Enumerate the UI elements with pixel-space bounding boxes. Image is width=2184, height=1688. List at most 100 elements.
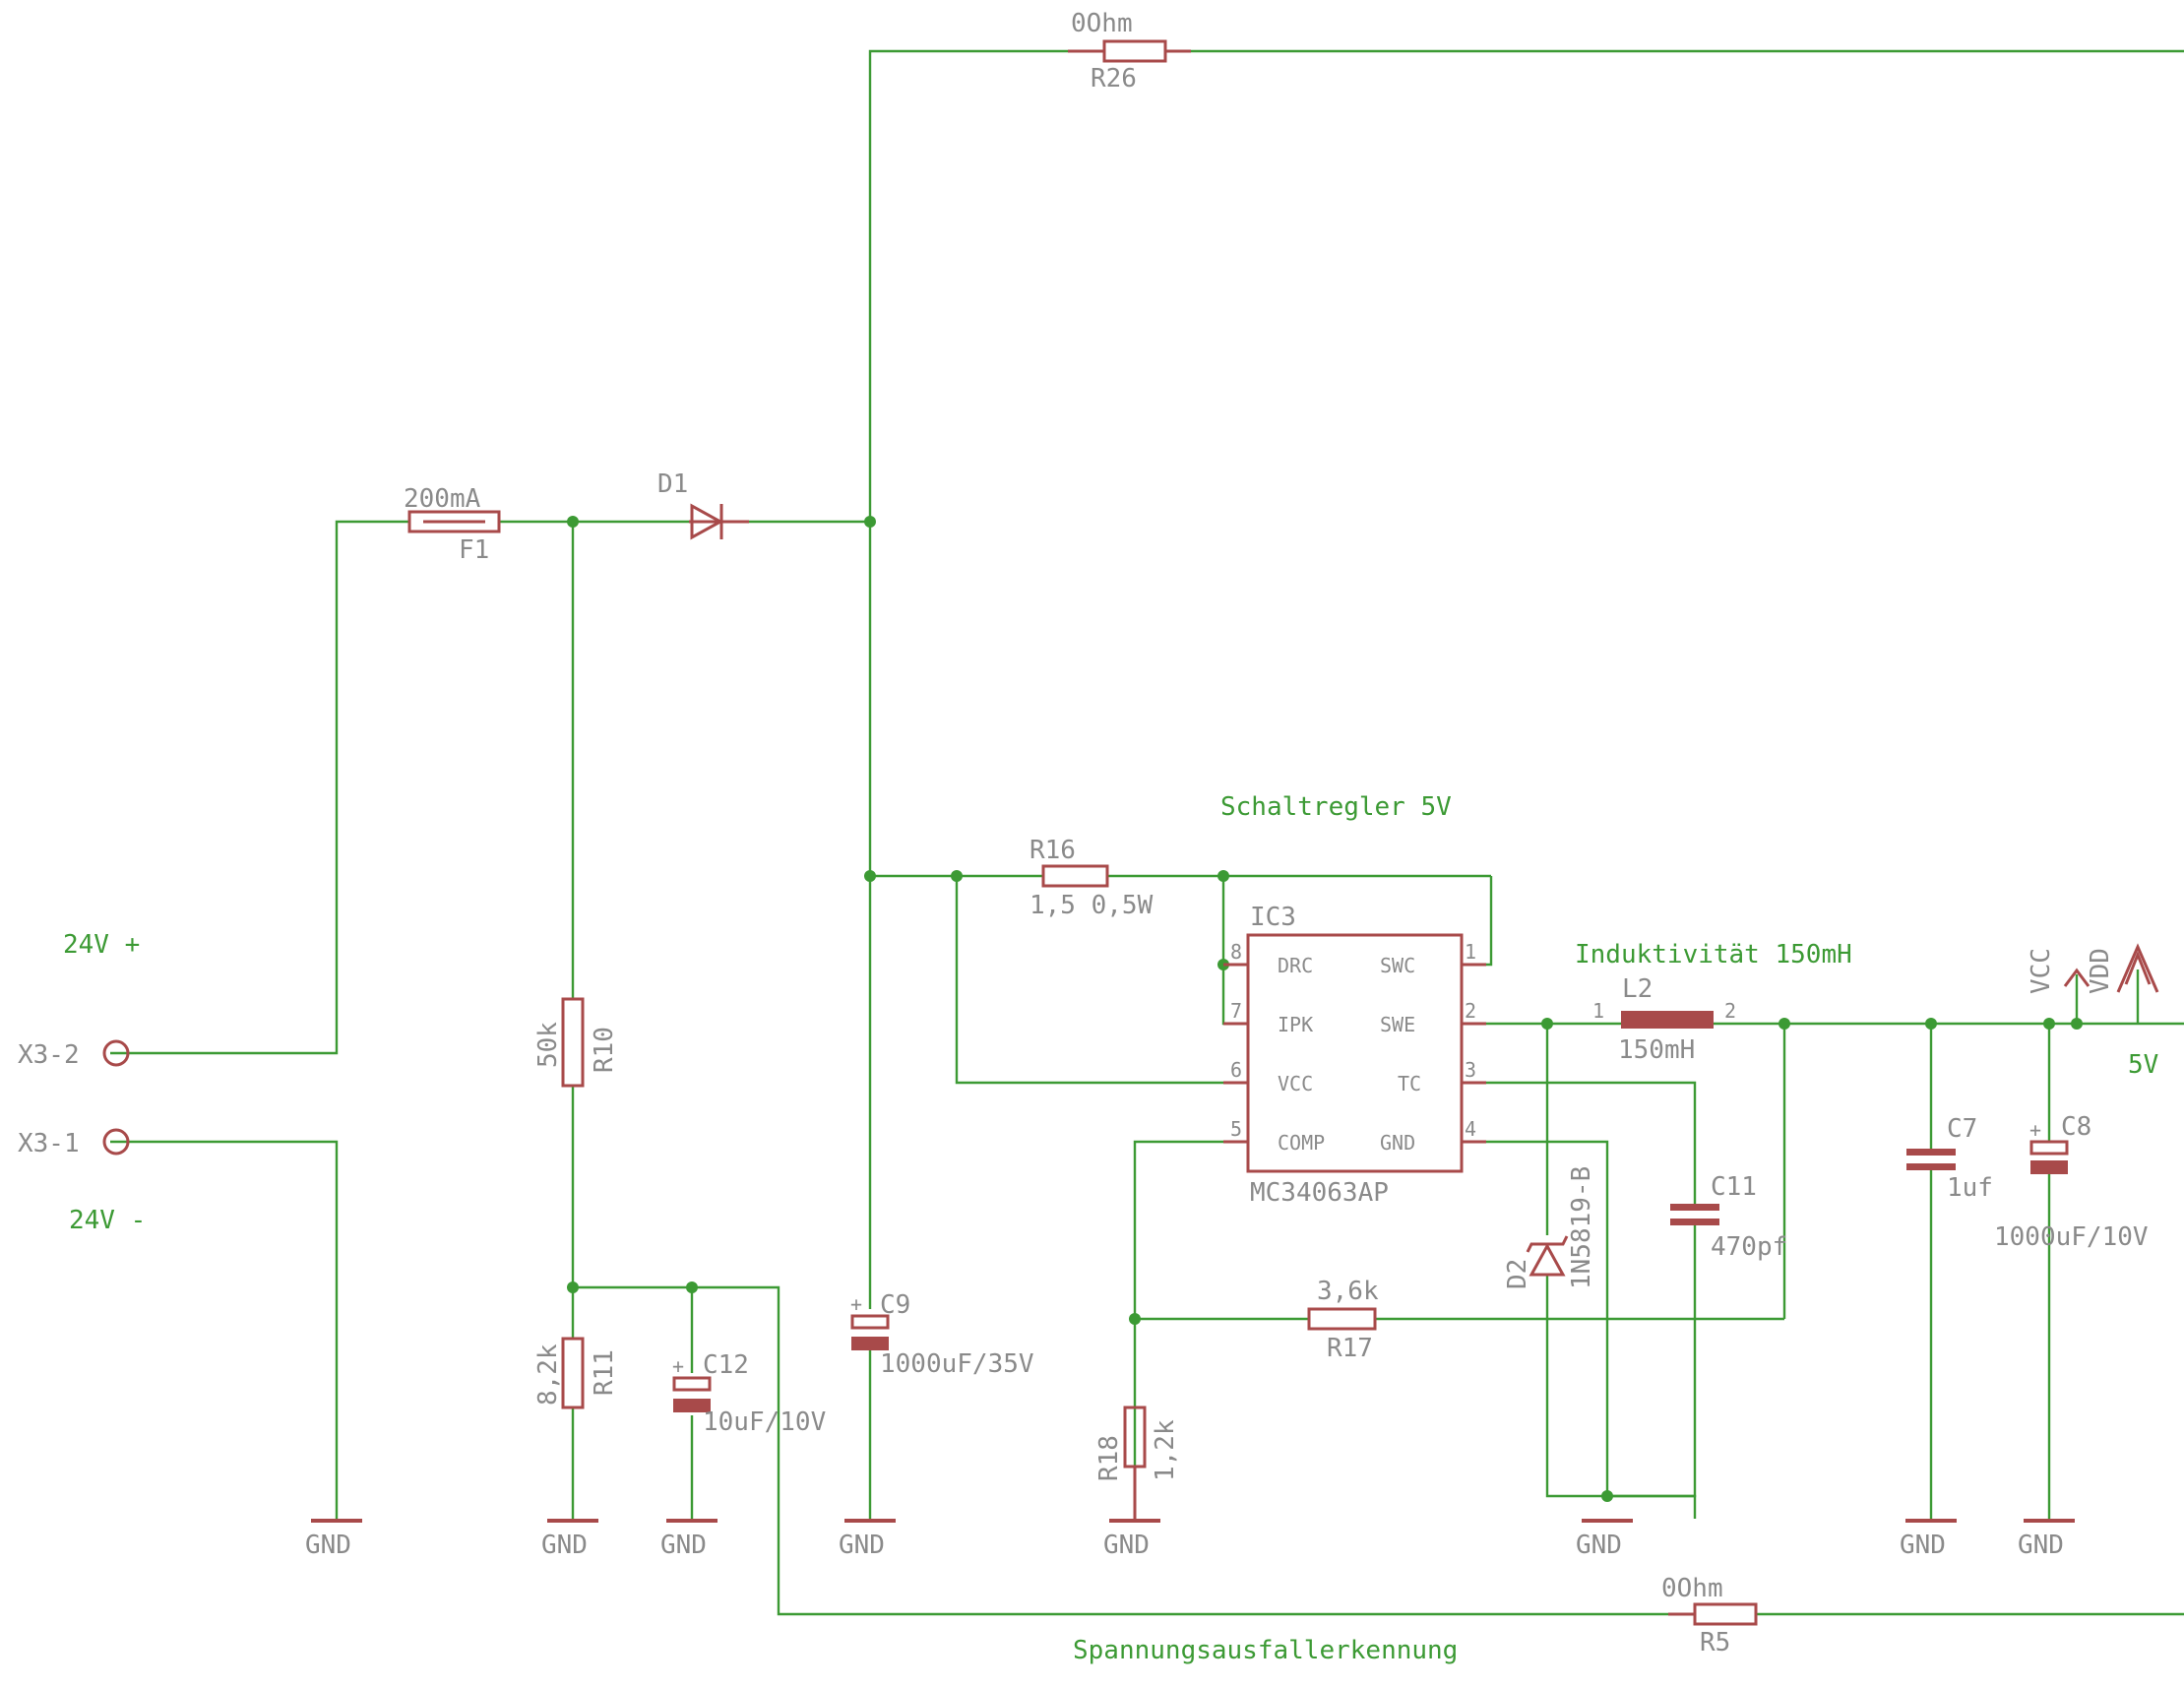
note-induktivitaet: Induktivität 150mH [1575,940,1852,969]
gnd-symbol: GND [305,1519,362,1560]
gnd-symbol: GND [1103,1519,1160,1560]
junction-dot [1129,1313,1141,1325]
component-value: MC34063AP [1250,1178,1389,1208]
gnd-label: GND [1103,1531,1150,1560]
pin-label: COMP [1278,1131,1325,1155]
pin-number: 1 [1592,999,1604,1023]
junction-dot [1601,1490,1613,1502]
pin-number: 2 [1724,999,1736,1023]
gnd-symbol: GND [541,1519,598,1560]
component-value: 1000uF/35V [880,1349,1034,1379]
resistor-r5[interactable]: 0Ohm R5 [1661,1574,1758,1657]
gnd-symbols: GND GND GND GND GND GND GND GND [305,1519,2075,1560]
gnd-symbol: GND [660,1519,718,1560]
capacitor-c9[interactable]: + C9 1000uF/35V [850,1290,1034,1379]
connector-x3-2[interactable]: X3-2 [18,1039,130,1070]
pin-number: 7 [1230,999,1242,1023]
pin-label: SWC [1380,954,1415,977]
diode-d1[interactable]: D1 [657,469,749,540]
pin-number: 6 [1230,1058,1242,1082]
component-name: F1 [459,535,489,565]
pin-number: 3 [1465,1058,1476,1082]
note-schaltregler: Schaltregler 5V [1220,792,1452,822]
junction-dot [686,1282,698,1293]
fuse-f1[interactable]: 200mA F1 [404,484,501,565]
note-24v-minus: 24V - [69,1206,146,1235]
pin-label: VCC [1278,1072,1313,1095]
component-name: R18 [1094,1435,1124,1481]
junction-dot [951,870,963,882]
component-name: R5 [1700,1628,1730,1657]
component-name: C11 [1711,1172,1757,1202]
component-name: R10 [590,1027,619,1073]
diode-d2[interactable]: D2 1N5819-B [1503,1166,1596,1289]
resistor-r26[interactable]: 0Ohm R26 [1068,9,1191,94]
component-value: 1uf [1947,1173,1993,1203]
component-value: 8,2k [533,1344,563,1406]
component-name: C8 [2061,1112,2091,1142]
connector-x3-1[interactable]: X3-1 [18,1128,130,1158]
component-value: 3,6k [1317,1277,1379,1306]
note-spannungsausfall: Spannungsausfallerkennung [1073,1636,1458,1665]
component-value: 10uF/10V [703,1407,826,1437]
component-value: 150mH [1618,1035,1695,1065]
component-name: C12 [703,1350,749,1380]
component-name: D2 [1503,1259,1532,1289]
component-value: 1N5819-B [1567,1166,1596,1289]
pin-number: 5 [1230,1117,1242,1141]
component-value: 1000uF/10V [1994,1222,2149,1252]
polarity-mark: + [672,1354,684,1378]
note-5v: 5V [2128,1050,2158,1080]
component-value: 200mA [404,484,481,514]
supply-vdd[interactable]: VDD [2086,943,2159,994]
ic-ic3[interactable]: IC3 MC34063AP DRC IPK VCC COMP SWC SWE T… [1223,903,1486,1208]
capacitor-c12[interactable]: + C12 10uF/10V [672,1350,826,1437]
connector-label: X3-1 [18,1129,80,1158]
pin-label: IPK [1278,1013,1313,1036]
resistor-r16[interactable]: R16 1,5 0,5W [1030,836,1154,920]
resistor-r11[interactable]: 8,2k R11 [533,1337,619,1409]
pin-label: SWE [1380,1013,1415,1036]
supply-vcc[interactable]: VCC [2027,948,2090,994]
junction-dot [2071,1018,2083,1030]
gnd-label: GND [660,1531,707,1560]
junction-dot [1541,1018,1553,1030]
gnd-symbol: GND [1900,1519,1957,1560]
polarity-mark: + [2029,1118,2041,1142]
pin-label: TC [1398,1072,1421,1095]
resistor-r18[interactable]: R18 1,2k [1094,1406,1180,1519]
gnd-symbol: GND [839,1519,896,1560]
supply-label: VDD [2086,948,2115,994]
pin-number: 2 [1465,999,1476,1023]
polarity-mark: + [850,1292,862,1316]
gnd-label: GND [1900,1531,1946,1560]
pin-label: GND [1380,1131,1415,1155]
inductor-l2[interactable]: 1 2 L2 150mH [1592,974,1736,1065]
component-value: 0Ohm [1661,1574,1723,1603]
junctions [567,516,2083,1502]
capacitor-c11[interactable]: C11 470pf [1670,1172,1787,1262]
note-24v-plus: 24V + [63,930,140,960]
resistor-r10[interactable]: 50k R10 [533,997,619,1088]
wires [110,49,2184,1616]
notes: 24V + 24V - Schaltregler 5V Induktivität… [63,792,2158,1665]
component-name: R11 [590,1349,619,1396]
junction-dot [567,516,579,528]
component-name: IC3 [1250,903,1296,932]
capacitor-c7[interactable]: C7 1uf [1906,1114,1993,1203]
component-name: L2 [1622,974,1653,1004]
supply-label: VCC [2027,948,2056,994]
component-value: 0Ohm [1071,9,1133,38]
junction-dot [567,1282,579,1293]
component-value: 1,2k [1151,1419,1180,1481]
resistor-r17[interactable]: 3,6k R17 [1307,1277,1379,1363]
pin-label: DRC [1278,954,1313,977]
junction-dot [864,870,876,882]
junction-dot [1778,1018,1790,1030]
component-value: 1,5 0,5W [1030,891,1154,920]
gnd-label: GND [541,1531,588,1560]
capacitor-c8[interactable]: + C8 1000uF/10V [1994,1112,2149,1252]
component-name: R16 [1030,836,1076,865]
connector-label: X3-2 [18,1040,80,1070]
